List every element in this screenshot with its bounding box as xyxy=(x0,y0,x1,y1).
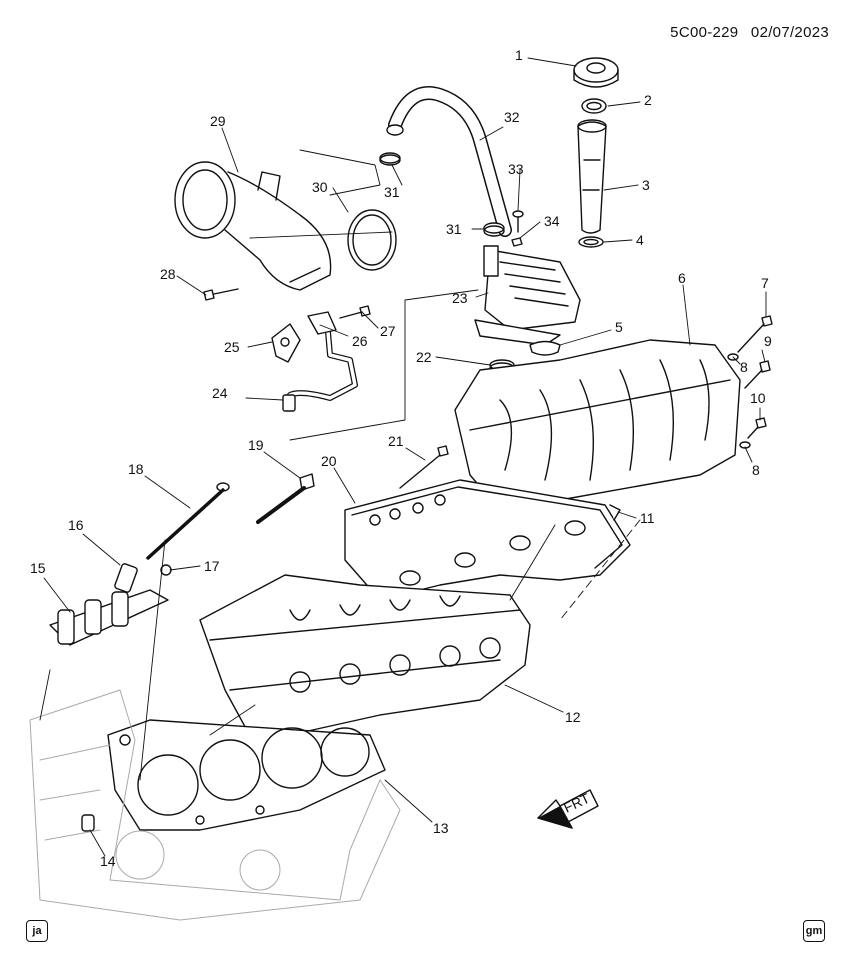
oil-fill-tube xyxy=(577,119,607,234)
callout-31-lower: 31 xyxy=(446,221,462,237)
intake-manifold xyxy=(454,339,741,511)
callout-22: 22 xyxy=(416,349,432,365)
oil-fill-seal xyxy=(581,98,607,114)
callout-31-upper: 31 xyxy=(384,184,400,200)
pcv-valve-assembly xyxy=(474,245,581,346)
cylinder-head-gasket xyxy=(107,719,386,831)
hose-clamp-upper xyxy=(379,152,401,166)
guide-16 xyxy=(114,563,138,593)
oil-fill-tube-seal xyxy=(578,236,604,248)
badge-gm-logo-icon: gm xyxy=(803,920,825,942)
reference-lines xyxy=(39,149,641,781)
pushrod-18 xyxy=(146,482,230,560)
diagram-header: 5C00-229 02/07/2023 xyxy=(670,24,829,41)
diagram-code: 5C00-229 xyxy=(670,24,739,41)
callout-9: 9 xyxy=(764,333,772,349)
callout-labels: 1 2 3 4 5 6 7 8 8 9 10 11 12 13 14 15 16… xyxy=(30,47,772,869)
callout-13: 13 xyxy=(433,820,449,836)
callout-23: 23 xyxy=(452,290,468,306)
callout-16: 16 xyxy=(68,517,84,533)
intake-manifold-gasket xyxy=(344,479,631,601)
lifter-guide-15 xyxy=(49,589,169,646)
callout-12: 12 xyxy=(565,709,581,725)
callout-24: 24 xyxy=(212,385,228,401)
inlet-gasket xyxy=(347,209,397,271)
vent-hose xyxy=(386,86,512,237)
fastener-11 xyxy=(609,504,621,521)
callout-17: 17 xyxy=(204,558,220,574)
bolt-21 xyxy=(399,445,449,489)
callout-29: 29 xyxy=(210,113,226,129)
callout-10: 10 xyxy=(750,390,766,406)
dowel-pin-14 xyxy=(81,814,95,832)
gasket-25 xyxy=(271,323,301,363)
bolt-9 xyxy=(744,360,771,389)
callout-34: 34 xyxy=(544,213,560,229)
plate-26 xyxy=(307,311,337,335)
callout-14: 14 xyxy=(100,853,116,869)
air-inlet-adapter xyxy=(174,161,332,291)
callout-32: 32 xyxy=(504,109,520,125)
callout-30: 30 xyxy=(312,179,328,195)
callout-8-upper: 8 xyxy=(740,359,748,375)
diagram-date: 02/07/2023 xyxy=(750,24,829,41)
engine-block-ghost xyxy=(29,689,401,921)
callout-4: 4 xyxy=(636,232,644,248)
callout-26: 26 xyxy=(352,333,368,349)
front-direction-arrow-icon xyxy=(537,789,599,829)
callout-15: 15 xyxy=(30,560,46,576)
callout-11: 11 xyxy=(640,510,655,526)
callout-6: 6 xyxy=(678,270,686,286)
seal-5 xyxy=(529,340,561,356)
bolt-7 xyxy=(737,315,773,353)
screw-33 xyxy=(512,210,524,233)
bolt-10 xyxy=(747,417,767,439)
callout-28: 28 xyxy=(160,266,176,282)
callout-19: 19 xyxy=(248,437,264,453)
callout-20: 20 xyxy=(321,453,337,469)
badge-ja: ja xyxy=(26,920,48,942)
callout-18: 18 xyxy=(128,461,144,477)
bolt-inlet xyxy=(203,288,239,301)
callout-7: 7 xyxy=(761,275,769,291)
hose-clamp-lower xyxy=(483,222,505,237)
callout-5: 5 xyxy=(615,319,623,335)
callout-2: 2 xyxy=(644,92,652,108)
callout-21: 21 xyxy=(388,433,404,449)
callout-33: 33 xyxy=(508,161,524,177)
callout-8-lower: 8 xyxy=(752,462,760,478)
nut-34 xyxy=(511,237,523,247)
bolt-27 xyxy=(339,305,371,319)
callout-27: 27 xyxy=(380,323,396,339)
oil-fill-cap xyxy=(573,57,619,88)
leader-lines xyxy=(43,57,767,857)
cylinder-head xyxy=(199,574,531,746)
head-bolt-19 xyxy=(256,473,315,524)
callout-25: 25 xyxy=(224,339,240,355)
tube-24 xyxy=(282,329,358,412)
callout-3: 3 xyxy=(642,177,650,193)
callout-1: 1 xyxy=(515,47,523,63)
